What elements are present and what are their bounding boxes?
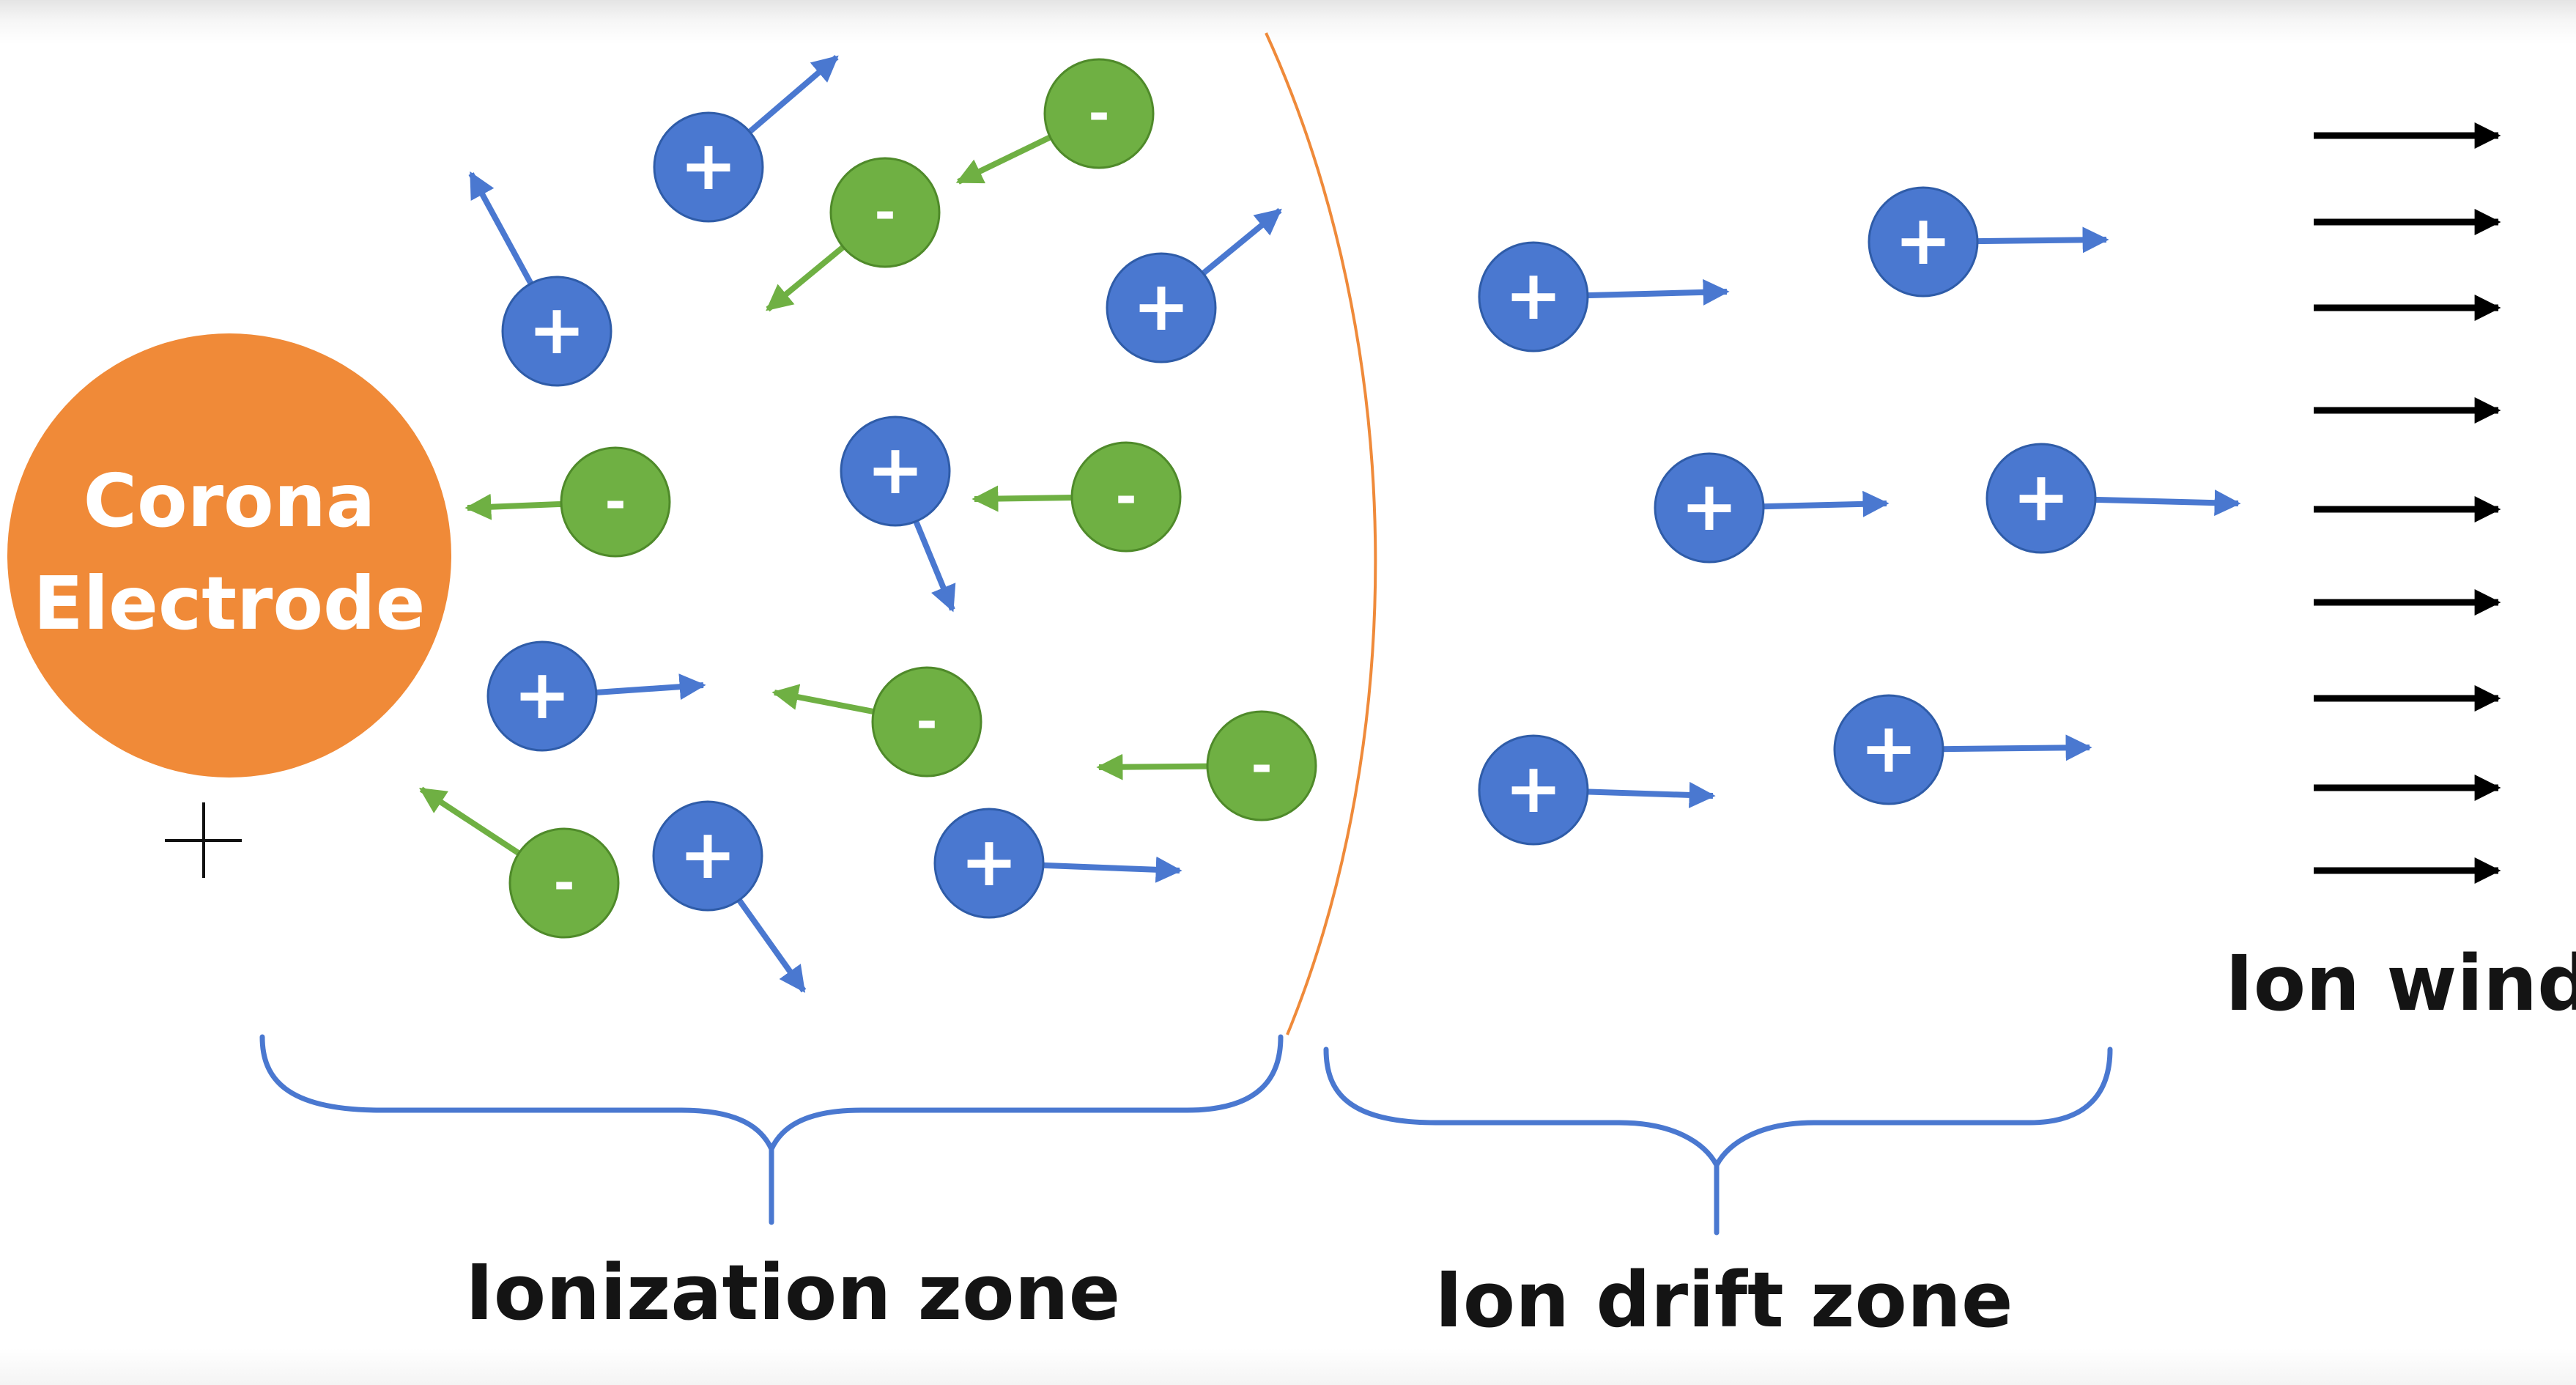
- positive-ion-circle-icon: [653, 111, 764, 223]
- ion-motion-arrow: [1975, 226, 2109, 254]
- plus-sign-icon: +: [1860, 709, 1918, 788]
- electrode-label-line1: Corona: [84, 458, 376, 544]
- positive-ion-circle-icon: [1868, 186, 1979, 298]
- ion-motion-arrow: [1941, 734, 2092, 761]
- positive-ion-12: +: [1478, 734, 1716, 846]
- positive-ion-circle-icon: [840, 416, 951, 527]
- plus-sign-icon: +: [1133, 267, 1191, 347]
- plus-sign-icon: +: [867, 430, 925, 510]
- ion-motion-arrow: [736, 897, 807, 993]
- minus-sign-icon: -: [1251, 736, 1272, 796]
- negative-ion-circle-icon: [508, 827, 620, 939]
- negative-ion-circle-icon: [1070, 441, 1182, 553]
- ionization-zone-brace: [259, 1034, 1284, 1225]
- plus-sign-icon: +: [1681, 467, 1739, 547]
- ion-motion-arrow: [747, 54, 839, 136]
- electrode-polarity-plus-icon: [165, 802, 242, 878]
- ionization-zone-label: Ionization zone: [465, 1248, 1121, 1337]
- positive-ion-5: +: [486, 640, 706, 752]
- plus-sign-icon: +: [528, 290, 586, 370]
- plus-sign-icon: +: [1505, 256, 1563, 336]
- ion-motion-arrow: [1585, 781, 1716, 808]
- ion-drift-zone-brace: [1323, 1046, 2113, 1236]
- ion-motion-arrow: [1200, 207, 1282, 277]
- negative-ion-circle-icon: [871, 666, 982, 778]
- ion-motion-arrow: [1041, 856, 1182, 883]
- negative-ion-circle-icon: [560, 446, 671, 558]
- positive-ion-4: +: [840, 416, 956, 613]
- ion-wind-arrows: [2314, 122, 2501, 884]
- minus-sign-icon: -: [916, 692, 937, 752]
- negative-ion-14: -: [955, 58, 1155, 185]
- positive-ion-circle-icon: [652, 800, 763, 912]
- minus-sign-icon: -: [1115, 467, 1136, 527]
- negative-ion-20: -: [418, 786, 620, 939]
- ion-motion-arrow: [955, 133, 1053, 185]
- ion-wind-label: Ion wind: [2225, 939, 2576, 1028]
- positive-ion-circle-icon: [501, 276, 612, 387]
- ionization-zone-boundary: [1265, 32, 1377, 1035]
- ion-motion-arrow: [2093, 490, 2241, 517]
- negative-ion-17: -: [971, 441, 1182, 553]
- plus-sign-icon: +: [679, 815, 737, 895]
- ion-motion-arrow: [418, 786, 522, 857]
- negative-ion-18: -: [771, 666, 982, 778]
- minus-sign-icon: -: [874, 182, 895, 243]
- positive-ion-2: +: [468, 171, 612, 387]
- minus-sign-icon: -: [553, 853, 574, 913]
- negative-ion-circle-icon: [829, 157, 941, 268]
- positive-ion-8: +: [1478, 241, 1730, 352]
- positive-ion-13: +: [1833, 694, 2092, 805]
- negative-ion-15: -: [766, 157, 941, 312]
- ion-motion-arrow: [971, 485, 1074, 512]
- positive-ion-circle-icon: [1985, 443, 2097, 554]
- positive-ion-circle-icon: [1478, 734, 1589, 846]
- positive-ion-circle-icon: [1833, 694, 1944, 805]
- positive-ion-circle-icon: [1106, 252, 1217, 363]
- ion-motion-arrow: [465, 493, 563, 520]
- corona-electrode: Corona Electrode: [7, 333, 451, 778]
- ion-motion-arrow: [1585, 278, 1730, 306]
- plus-sign-icon: +: [514, 655, 571, 735]
- positive-ion-circle-icon: [1478, 241, 1589, 352]
- negative-ion-circle-icon: [1206, 710, 1317, 821]
- ion-motion-arrow: [771, 684, 876, 715]
- positive-ion-7: +: [933, 808, 1182, 919]
- minus-sign-icon: -: [1088, 84, 1109, 144]
- ion-motion-arrow: [1761, 490, 1890, 517]
- positive-ion-10: +: [1654, 452, 1890, 564]
- negative-ion-16: -: [465, 446, 671, 558]
- positive-ion-circle-icon: [486, 640, 598, 752]
- positive-ion-3: +: [1106, 207, 1282, 363]
- ions-layer: + + + + + + + + + + + + + - - - - - - -: [418, 54, 2241, 993]
- positive-ion-11: +: [1985, 443, 2241, 554]
- positive-ion-1: +: [653, 54, 839, 223]
- electrode-label-line2: Electrode: [34, 561, 426, 646]
- plus-sign-icon: +: [1505, 749, 1563, 829]
- ion-motion-arrow: [766, 243, 847, 312]
- ion-motion-arrow: [912, 519, 956, 613]
- plus-sign-icon: +: [2013, 457, 2070, 537]
- ion-motion-arrow: [594, 673, 706, 701]
- positive-ion-circle-icon: [933, 808, 1045, 919]
- electrode-circle: [7, 333, 451, 778]
- positive-ion-9: +: [1868, 186, 2109, 298]
- plus-sign-icon: +: [961, 822, 1018, 902]
- ion-drift-zone-label: Ion drift zone: [1435, 1255, 2013, 1345]
- negative-ion-circle-icon: [1043, 58, 1155, 169]
- plus-sign-icon: +: [1895, 201, 1953, 281]
- plus-sign-icon: +: [680, 126, 738, 206]
- minus-sign-icon: -: [604, 472, 626, 532]
- ion-motion-arrow: [468, 171, 535, 287]
- positive-ion-circle-icon: [1654, 452, 1765, 564]
- positive-ion-6: +: [652, 800, 807, 993]
- negative-ion-19: -: [1096, 710, 1317, 821]
